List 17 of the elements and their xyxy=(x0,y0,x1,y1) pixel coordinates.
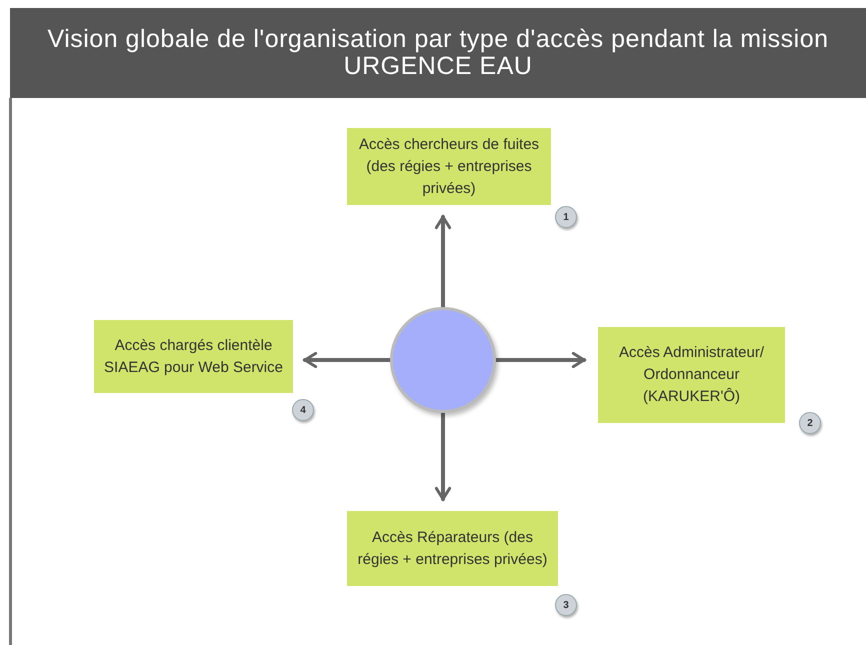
arrow xyxy=(494,352,586,368)
box-text: Accès chercheurs de fuites (des régies + entreprises privées) xyxy=(358,134,540,198)
box-text: Accès chargés clientèle SIAEAG pour Web Service xyxy=(104,336,283,378)
access-box xyxy=(347,128,551,205)
box-text: Accès Réparateurs (des régies + entreprises privées) xyxy=(357,528,548,570)
arrow xyxy=(434,411,452,501)
number-badge: 3 xyxy=(555,594,577,616)
box-text: Accès Administrateur/ Ordonnanceur (KARUKER'Ô) xyxy=(618,343,766,407)
arrow xyxy=(303,352,392,368)
number-badge: 1 xyxy=(555,206,577,228)
arrow xyxy=(434,215,452,309)
access-box xyxy=(94,320,293,393)
number-badge: 2 xyxy=(799,412,821,434)
number-badge: 4 xyxy=(292,399,314,421)
title-banner: Vision globale de l'organisation par type d'accès pendant la mission URGENCE EAU xyxy=(10,8,866,98)
access-box xyxy=(347,511,558,586)
access-box xyxy=(598,327,785,423)
